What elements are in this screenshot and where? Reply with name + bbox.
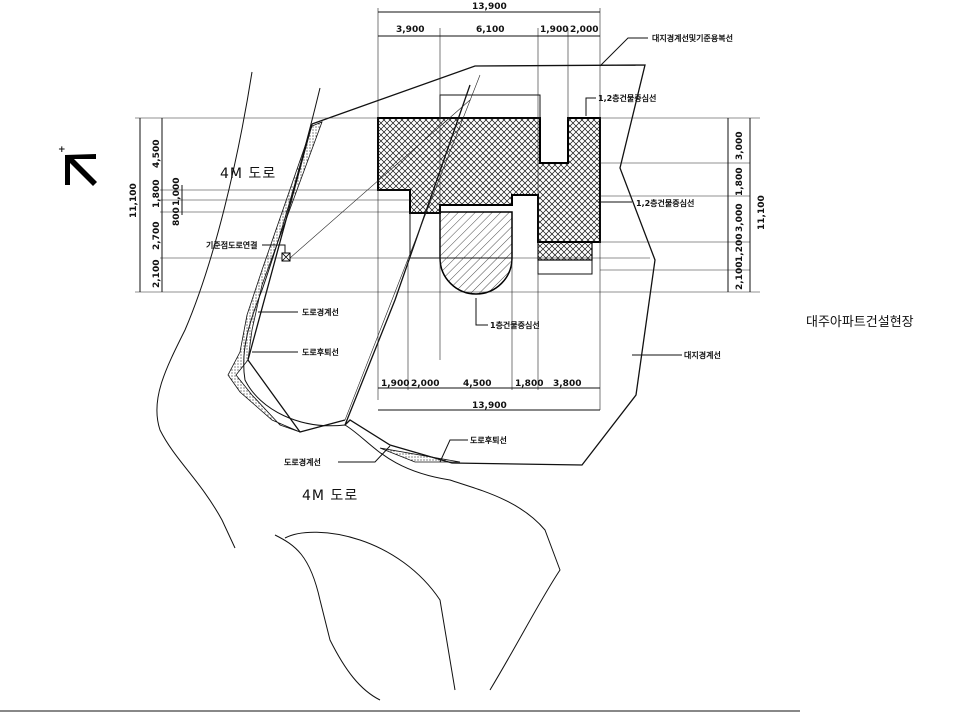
dimension-extension-lines: [135, 8, 760, 421]
dim-top-seg-4: 2,000: [570, 25, 598, 35]
label-road-boundary-bottom: 도로경계선: [284, 457, 321, 467]
dim-left-seg-6: 2,100: [152, 260, 162, 288]
building-footprint: [377, 94, 601, 295]
dim-top-seg-2: 6,100: [476, 25, 504, 35]
dim-left-seg-4: 800: [172, 207, 182, 226]
reference-point-marker: [281, 252, 291, 262]
label-floor1-center: 1층건물중심선: [490, 320, 540, 330]
drawing-title: 대주아파트건설현장: [806, 315, 914, 330]
road-name-north: 4M 도로: [220, 166, 276, 182]
dim-right-seg-3: 3,000: [735, 204, 745, 232]
dim-right-seg-4: 1,200: [735, 234, 745, 262]
top-dimension-chain: 13,900 3,900 6,100 1,900 2,000: [378, 2, 600, 37]
dim-right-total: 11,100: [757, 195, 767, 230]
dim-left-seg-3: 1,000: [172, 178, 182, 206]
dim-left-seg-2: 1,800: [152, 180, 162, 208]
north-arrow-icon: +: [58, 145, 97, 186]
dim-bottom-seg-2: 2,000: [411, 379, 439, 389]
site-boundary-outline: [311, 64, 656, 466]
leader-lines: [252, 37, 682, 463]
dim-right-seg-5: 2,100: [735, 262, 745, 290]
road-outline: [156, 71, 561, 701]
label-road-setback: 도로후퇴선: [302, 347, 339, 357]
dim-left-total: 11,100: [129, 183, 139, 218]
right-dimension-chain: 3,000 1,800 3,000 1,200 2,100 11,100: [727, 118, 767, 292]
label-site-boundary-setback: 대지경계선및기준용복선: [652, 33, 733, 43]
dim-bottom-seg-5: 3,800: [553, 379, 581, 389]
dim-bottom-total: 13,900: [472, 401, 507, 411]
dim-left-seg-1: 4,500: [152, 140, 162, 168]
label-floor12-center-top: 1,2층건물중심선: [598, 93, 656, 103]
bottom-dimension-chain: 1,900 2,000 4,500 1,800 3,800 13,900: [378, 379, 600, 411]
dim-top-seg-3: 1,900: [540, 25, 568, 35]
left-dimension-chain: 11,100 4,500 1,800 1,000 800 2,700 2,100: [129, 118, 183, 292]
dim-bottom-seg-3: 4,500: [463, 379, 491, 389]
svg-text:+: +: [58, 145, 66, 155]
road-name-south: 4M 도로: [302, 488, 358, 504]
road-setback-strip-bottom: [379, 447, 461, 463]
dim-left-seg-5: 2,700: [152, 222, 162, 250]
dim-top-seg-1: 3,900: [396, 25, 424, 35]
dim-bottom-seg-1: 1,900: [381, 379, 409, 389]
dim-right-seg-1: 3,000: [735, 132, 745, 160]
label-reference-point: 기준점도로연결: [206, 240, 258, 250]
label-floor12-center-mid: 1,2층건물중심선: [636, 198, 694, 208]
label-site-boundary: 대지경계선: [684, 350, 721, 360]
label-road-boundary: 도로경계선: [302, 307, 339, 317]
road-setback-strip-left: [227, 121, 323, 433]
dim-bottom-seg-4: 1,800: [515, 379, 543, 389]
label-road-setback-bottom: 도로후퇴선: [470, 435, 507, 445]
dim-right-seg-2: 1,800: [735, 168, 745, 196]
dim-top-total: 13,900: [472, 2, 507, 12]
